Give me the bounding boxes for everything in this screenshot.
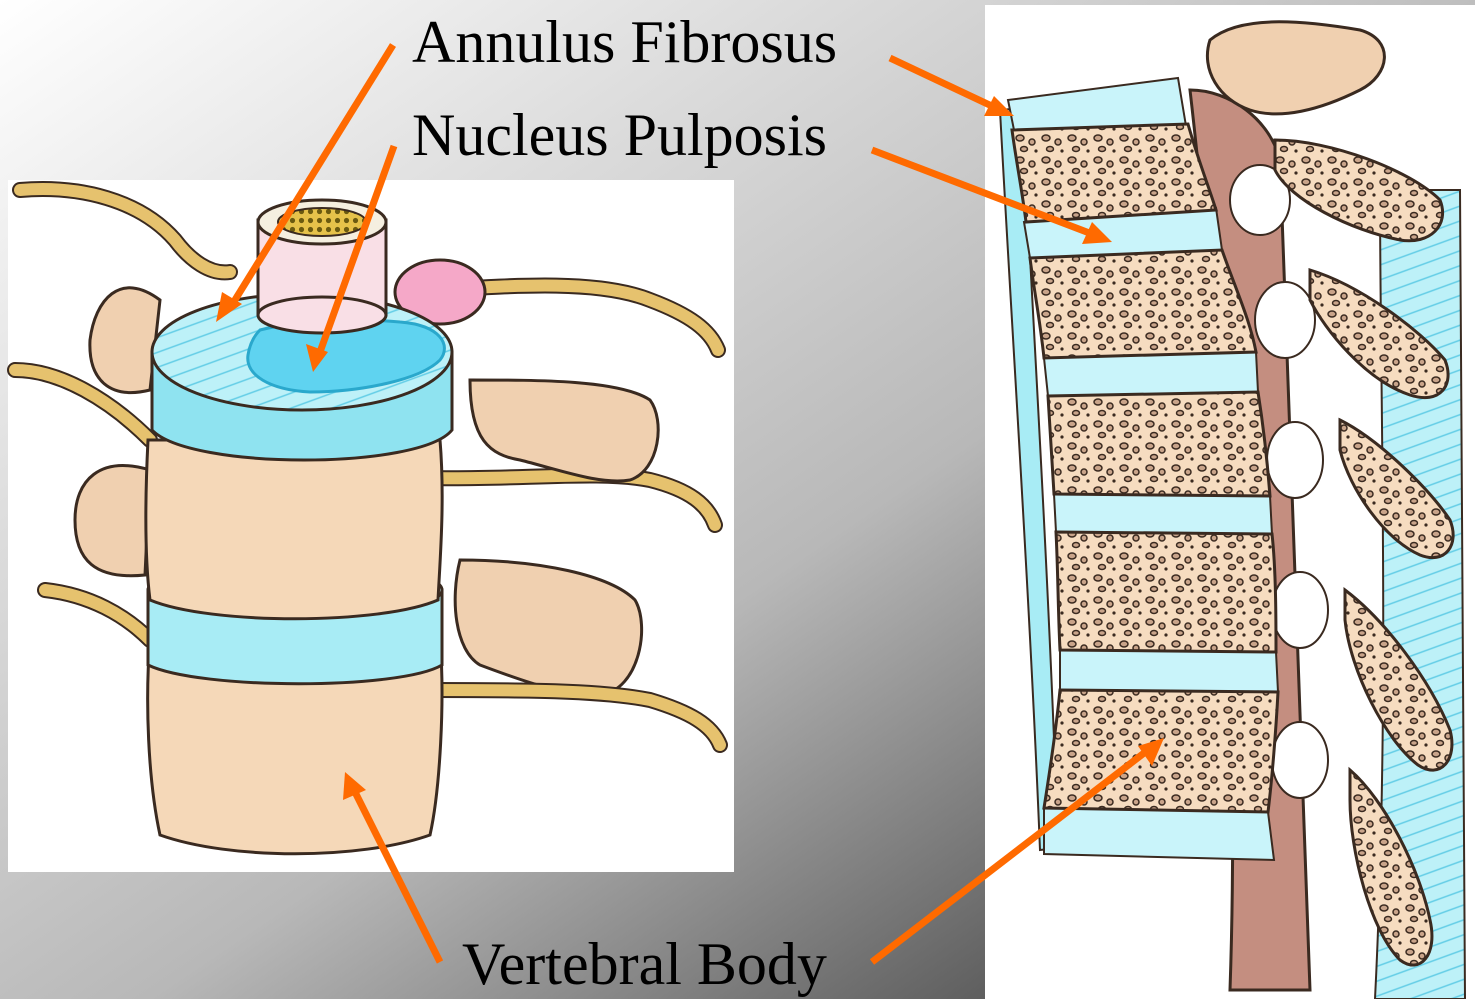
right-illustration bbox=[985, 5, 1475, 999]
label-nucleus-pulposis: Nucleus Pulposis bbox=[412, 105, 827, 165]
label-annulus-fibrosus: Annulus Fibrosus bbox=[412, 12, 837, 72]
left-illustration bbox=[8, 180, 734, 872]
label-vertebral-body: Vertebral Body bbox=[462, 934, 827, 994]
